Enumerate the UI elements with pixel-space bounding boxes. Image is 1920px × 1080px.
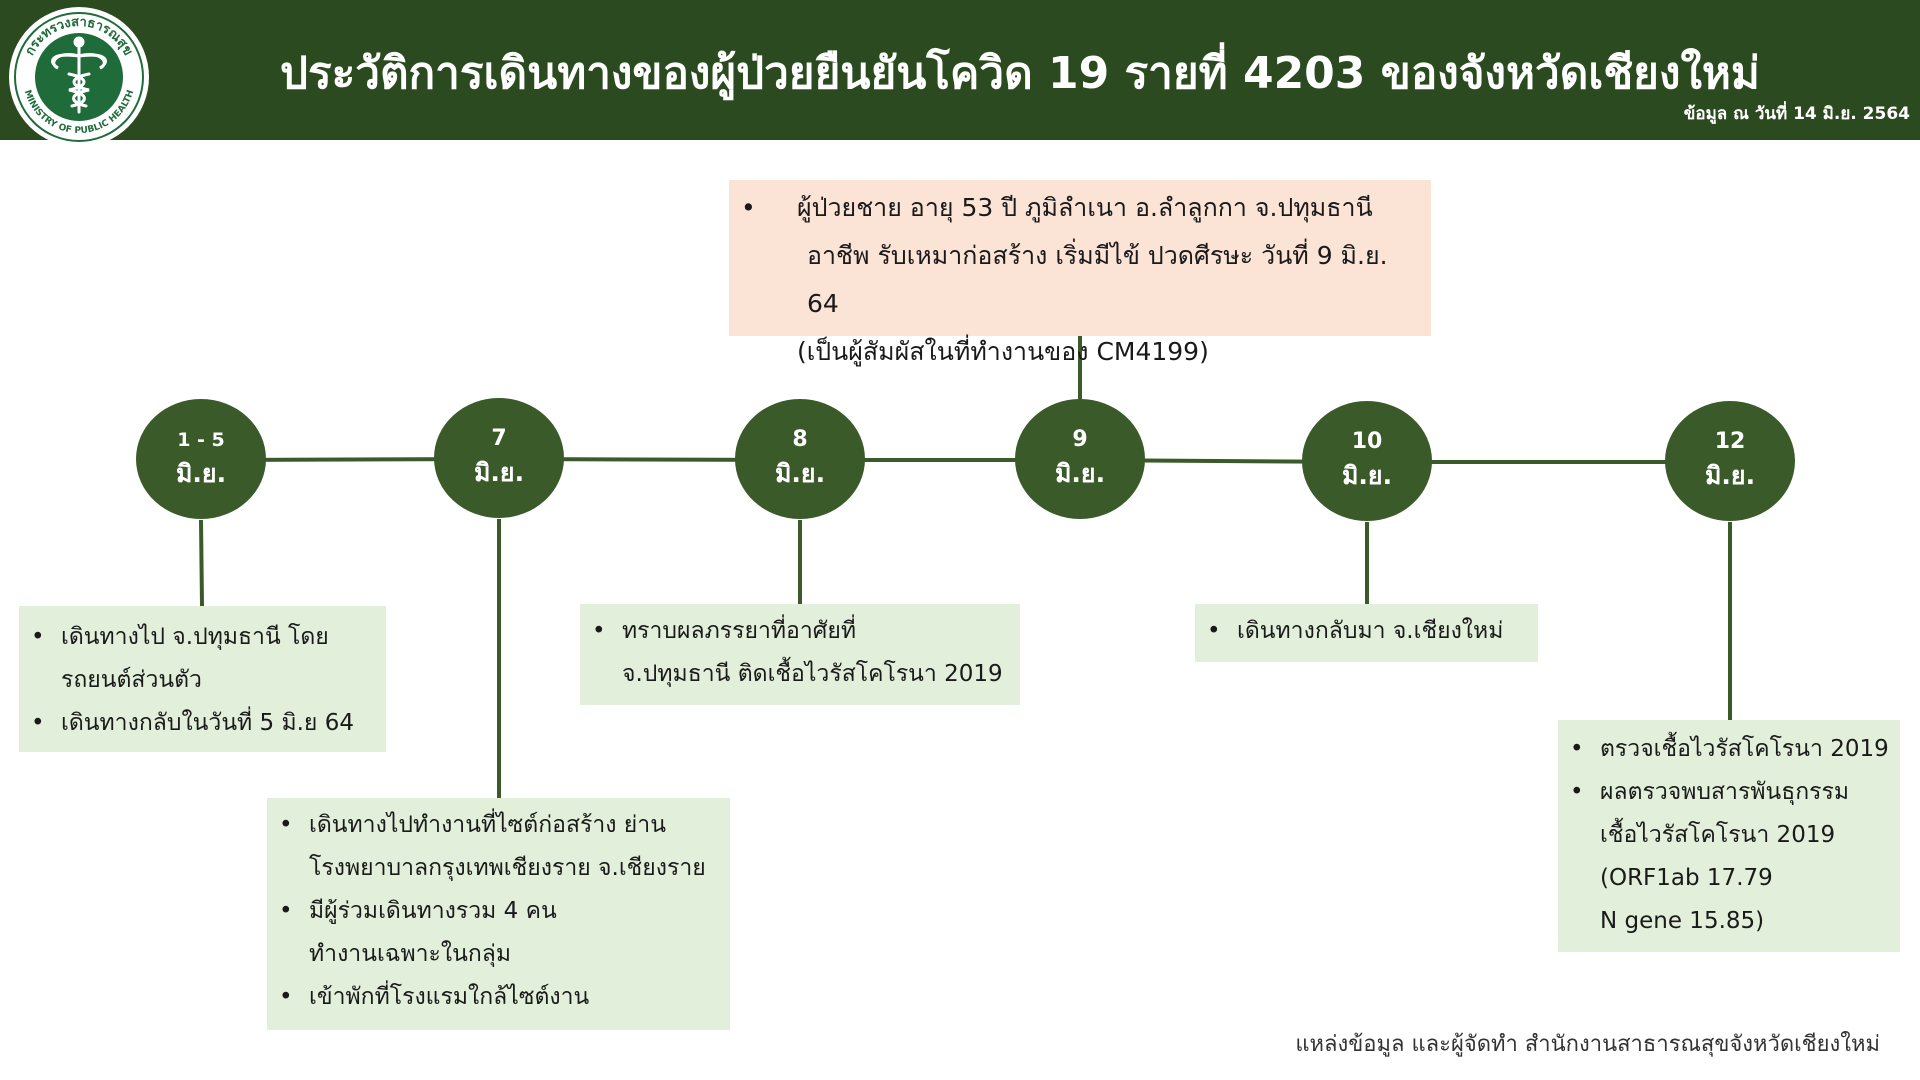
event-line: N gene 15.85): [1600, 908, 1765, 934]
timeline-node-jun-7: 7 มิ.ย.: [434, 398, 564, 518]
event-line: เดินทางกลับในวันที่ 5 มิ.ย 64: [61, 710, 354, 736]
event-line: ผลตรวจพบสารพันธุกรรม: [1600, 779, 1850, 805]
event-line: เชื้อไวรัสโคโรนา 2019: [1600, 822, 1836, 848]
caduceus-icon: [51, 36, 107, 114]
patient-info-item: ผู้ป่วยชาย อายุ 53 ปี ภูมิลำเนา อ.ลำลูกก…: [729, 184, 1417, 376]
event-box-jun-1-5: เดินทางไป จ.ปทุมธานี โดย รถยนต์ส่วนตัว เ…: [19, 606, 386, 752]
node-month: มิ.ย.: [774, 459, 826, 488]
timeline-node-jun-9: 9 มิ.ย.: [1015, 399, 1145, 519]
patient-line: อาชีพ รับเหมาก่อสร้าง เริ่มมีไข้ ปวดศีรษ…: [807, 241, 1388, 318]
timeline-node-jun-8: 8 มิ.ย.: [735, 399, 865, 519]
node-month: มิ.ย.: [1704, 461, 1756, 490]
node-day: 8: [792, 427, 808, 452]
node-month: มิ.ย.: [1054, 459, 1106, 488]
source-credit: แหล่งข้อมูล และผู้จัดทำ สำนักงานสาธารณสุ…: [1295, 1032, 1880, 1057]
event-box-jun-12: ตรวจเชื้อไวรัสโคโรนา 2019 ผลตรวจพบสารพัน…: [1558, 720, 1900, 952]
event-box-jun-8: ทราบผลภรรยาที่อาศัยที่ จ.ปทุมธานี ติดเชื…: [580, 604, 1020, 705]
node-day: 7: [491, 426, 507, 451]
patient-line: ผู้ป่วยชาย อายุ 53 ปี ภูมิลำเนา อ.ลำลูกก…: [797, 193, 1373, 222]
connector-1-5: [199, 519, 204, 607]
event-line: ตรวจเชื้อไวรัสโคโรนา 2019: [1600, 736, 1889, 762]
header-bar: กระทรวงสาธารณสุข MINISTRY OF PUBLIC HEAL…: [0, 0, 1920, 147]
event-item: มีผู้ร่วมเดินทางรวม 4 คน ทำงานเฉพาะในกลุ…: [267, 890, 722, 976]
node-day: 12: [1714, 429, 1746, 454]
event-item: เดินทางไป จ.ปทุมธานี โดย รถยนต์ส่วนตัว: [19, 616, 378, 702]
event-line: มีผู้ร่วมเดินทางรวม 4 คน: [309, 898, 557, 924]
event-item: เดินทางกลับในวันที่ 5 มิ.ย 64: [19, 702, 378, 745]
node-month: มิ.ย.: [1341, 461, 1393, 490]
event-line: เดินทางไปทำงานที่ไซต์ก่อสร้าง ย่าน: [309, 812, 666, 838]
event-line: โรงพยาบาลกรุงเทพเชียงราย จ.เชียงราย: [309, 855, 706, 881]
event-line: ทำงานเฉพาะในกลุ่ม: [309, 941, 512, 967]
event-line: เดินทางกลับมา จ.เชียงใหม่: [1237, 618, 1504, 644]
event-item: ทราบผลภรรยาที่อาศัยที่ จ.ปทุมธานี ติดเชื…: [580, 610, 1012, 696]
event-item: เข้าพักที่โรงแรมใกล้ไซต์งาน: [267, 976, 722, 1019]
data-date: ข้อมูล ณ วันที่ 14 มิ.ย. 2564: [1683, 104, 1910, 124]
event-line: เข้าพักที่โรงแรมใกล้ไซต์งาน: [309, 984, 590, 1010]
node-month: มิ.ย.: [175, 459, 227, 488]
timeline-node-jun-12: 12 มิ.ย.: [1665, 401, 1795, 521]
node-day: 10: [1351, 429, 1383, 454]
event-item: ตรวจเชื้อไวรัสโคโรนา 2019: [1558, 728, 1892, 771]
patient-info-box: ผู้ป่วยชาย อายุ 53 ปี ภูมิลำเนา อ.ลำลูกก…: [729, 180, 1431, 366]
event-line: เดินทางไป จ.ปทุมธานี โดย: [61, 624, 329, 650]
event-line: ทราบผลภรรยาที่อาศัยที่: [622, 618, 856, 644]
timeline-node-jun-10: 10 มิ.ย.: [1302, 401, 1432, 521]
event-line: จ.ปทุมธานี ติดเชื้อไวรัสโคโรนา 2019: [622, 661, 1003, 687]
event-item: เดินทางกลับมา จ.เชียงใหม่: [1195, 610, 1530, 653]
event-line: (ORF1ab 17.79: [1600, 865, 1773, 891]
page-title: ประวัติการเดินทางของผู้ป่วยยืนยันโควิด 1…: [280, 48, 1760, 99]
patient-line: (เป็นผู้สัมผัสในที่ทำงานของ CM4199): [797, 337, 1209, 366]
event-box-jun-7: เดินทางไปทำงานที่ไซต์ก่อสร้าง ย่าน โรงพย…: [267, 798, 730, 1030]
timeline-node-jun-1-5: 1 - 5 มิ.ย.: [136, 399, 266, 519]
event-line: รถยนต์ส่วนตัว: [61, 667, 202, 693]
event-item: เดินทางไปทำงานที่ไซต์ก่อสร้าง ย่าน โรงพย…: [267, 804, 722, 890]
node-month: มิ.ย.: [473, 458, 525, 487]
ministry-logo: กระทรวงสาธารณสุข MINISTRY OF PUBLIC HEAL…: [9, 7, 149, 147]
node-day: 1 - 5: [177, 429, 225, 451]
node-day: 9: [1072, 427, 1088, 452]
event-item: ผลตรวจพบสารพันธุกรรม เชื้อไวรัสโคโรนา 20…: [1558, 771, 1892, 943]
event-box-jun-10: เดินทางกลับมา จ.เชียงใหม่: [1195, 604, 1538, 662]
